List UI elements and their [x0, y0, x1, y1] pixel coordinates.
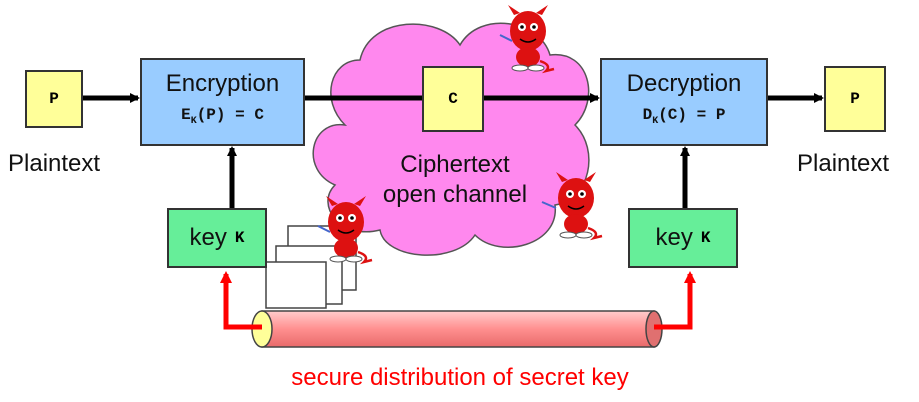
decryption-rest: (C) = P [658, 106, 726, 124]
plaintext-input-label: Plaintext [8, 150, 101, 177]
ciphertext-box: C [422, 66, 484, 132]
plaintext-input-box: P [25, 70, 83, 128]
plaintext-input-symbol: P [49, 90, 59, 108]
open-channel-cloud [312, 22, 590, 256]
encryption-box: Encryption EK(P) = C [140, 58, 305, 146]
ciphertext-label: Ciphertext open channel [340, 150, 570, 210]
decryption-title: Decryption [626, 70, 742, 97]
key-right-text: key [655, 224, 693, 251]
devil-mascot-icon [317, 196, 373, 265]
ciphertext-symbol: C [448, 90, 458, 108]
key-right-box: key K [628, 208, 738, 268]
plaintext-output-symbol: P [850, 90, 860, 108]
flow-arrows [83, 93, 824, 208]
decryption-key-sub: K [652, 116, 659, 128]
key-right-symbol: K [700, 229, 711, 247]
plaintext-output-label: Plaintext [797, 150, 890, 177]
encryption-title: Encryption [165, 70, 280, 97]
secure-distribution-label: secure distribution of secret key [291, 364, 629, 391]
key-left-symbol: K [234, 229, 245, 247]
decryption-box: Decryption DK(C) = P [600, 58, 768, 146]
encryption-rest: (P) = C [196, 106, 264, 124]
plaintext-output-box: P [824, 66, 886, 132]
ciphertext-label-line1: Ciphertext [400, 151, 510, 178]
decryption-formula: DK(C) = P [602, 106, 766, 127]
key-left-text: key [189, 224, 227, 251]
devil-mascot-icon [541, 172, 603, 241]
key-distribution-arrows [220, 271, 696, 330]
decryption-func: D [642, 106, 653, 124]
key-left-box: key K [167, 208, 267, 268]
red-arrow-left [220, 271, 262, 330]
ciphertext-label-line2: open channel [382, 181, 528, 208]
encryption-formula: EK(P) = C [142, 106, 303, 127]
encryption-func: E [181, 106, 191, 124]
devil-mascot-icon [499, 5, 555, 74]
secure-channel-pipe [251, 310, 663, 348]
encryption-key-sub: K [190, 116, 197, 128]
red-arrow-right [654, 271, 696, 330]
